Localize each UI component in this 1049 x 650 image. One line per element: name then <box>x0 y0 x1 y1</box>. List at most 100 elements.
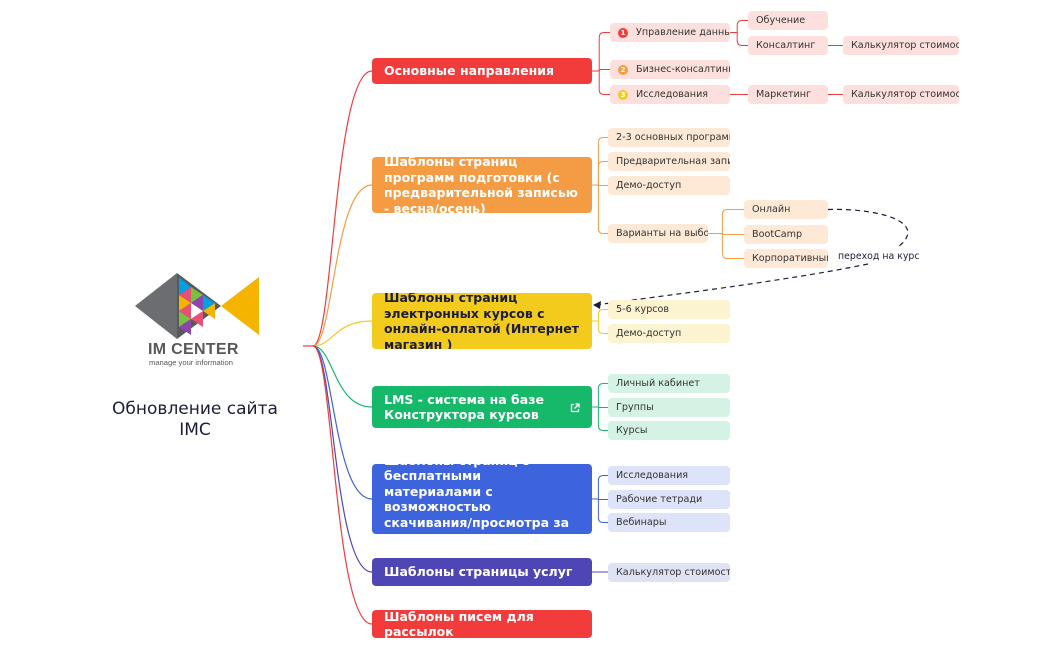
sub-connector <box>597 161 608 185</box>
topic-label: Управление данными <box>636 26 730 38</box>
topic-label: Рабочие тетради <box>616 493 703 505</box>
topic-label: Онлайн <box>752 203 791 215</box>
topic-label: Калькулятор стоимости <box>851 39 959 51</box>
branch-connector <box>312 345 373 408</box>
topic-main-programs[interactable]: 2-3 основных программы <box>608 128 730 147</box>
sub-connector <box>597 185 608 234</box>
branch-connector <box>312 345 373 625</box>
topic-label: Маркетинг <box>756 88 812 100</box>
branch-connector <box>312 320 373 347</box>
topic-personal-account[interactable]: Личный кабинет <box>608 374 730 393</box>
branch-connector <box>312 184 373 347</box>
branch-free-materials[interactable]: Шаблоны страниц с бесплатными материалам… <box>372 464 592 534</box>
relationship-label[interactable]: переход на курс <box>838 251 920 262</box>
branch-label: Шаблоны страниц с бесплатными материалам… <box>384 464 570 534</box>
topic-label: Калькулятор стоимости <box>616 566 730 578</box>
branch-program-templates[interactable]: Шаблоны страниц программ подготовки (с п… <box>372 157 592 213</box>
sub-connector <box>721 209 744 234</box>
sub-connector <box>598 69 610 72</box>
branch-label: LMS - система на базе Конструктора курсо… <box>384 391 544 423</box>
sub-connector <box>597 309 608 321</box>
sub-connector <box>597 498 608 500</box>
sub-connector <box>598 32 610 71</box>
topic-cost-calculator[interactable]: Калькулятор стоимости <box>843 85 959 104</box>
topic-demo-access[interactable]: Демо-доступ <box>608 324 730 343</box>
topic-options[interactable]: Варианты на выбор <box>608 224 708 243</box>
external-link-icon[interactable] <box>570 401 580 417</box>
sub-connector <box>597 475 608 499</box>
topic-label: Вебинары <box>616 516 667 528</box>
branch-label: Шаблоны страницы услуг <box>384 564 573 580</box>
sub-connector <box>721 233 744 235</box>
topic-research[interactable]: 3 Исследования <box>610 85 730 104</box>
sub-connector <box>597 184 608 186</box>
topic-training[interactable]: Обучение <box>748 11 828 30</box>
topic-webinars[interactable]: Вебинары <box>608 513 730 532</box>
topic-label: Корпоративный <box>752 252 828 264</box>
branch-lms[interactable]: LMS - система на базе Конструктора курсо… <box>372 386 592 428</box>
arrowhead-icon <box>593 301 601 309</box>
topic-business-consulting[interactable]: 2 Бизнес-консалтинг <box>610 60 730 79</box>
topic-groups[interactable]: Группы <box>608 398 730 417</box>
topic-label: 2-3 основных программы <box>616 131 730 143</box>
topic-label: Демо-доступ <box>616 179 682 191</box>
topic-label: 5-6 курсов <box>616 303 670 315</box>
topic-label: Исследования <box>616 469 689 481</box>
relationship-connector <box>827 208 909 248</box>
topic-marketing[interactable]: Маркетинг <box>748 85 828 104</box>
branch-connector <box>312 345 373 500</box>
branch-ecourse-templates[interactable]: Шаблоны страниц электронных курсов с онл… <box>372 293 592 349</box>
topic-label: Исследования <box>636 88 709 100</box>
topic-online[interactable]: Онлайн <box>744 200 828 219</box>
sub-connector <box>598 71 610 95</box>
sub-connector <box>721 233 744 259</box>
topic-label: Варианты на выбор <box>616 227 708 239</box>
topic-label: BootCamp <box>752 228 803 240</box>
branch-services-templates[interactable]: Шаблоны страницы услуг <box>372 558 592 586</box>
relationship-connector <box>595 263 869 306</box>
topic-courses-count[interactable]: 5-6 курсов <box>608 300 730 319</box>
branch-main-directions[interactable]: Основные направления <box>372 58 592 84</box>
topic-cost-calculator[interactable]: Калькулятор стоимости <box>843 36 959 55</box>
sub-connector <box>597 383 608 407</box>
topic-workbooks[interactable]: Рабочие тетради <box>608 490 730 509</box>
topic-label: Бизнес-консалтинг <box>636 63 730 75</box>
topic-corporate[interactable]: Корпоративный <box>744 249 828 268</box>
topic-demo-access[interactable]: Демо-доступ <box>608 176 730 195</box>
topic-courses[interactable]: Курсы <box>608 421 730 440</box>
topic-cost-calculator[interactable]: Калькулятор стоимости <box>608 563 730 582</box>
sub-connector <box>597 406 608 408</box>
topic-label: Личный кабинет <box>616 377 700 389</box>
topic-consulting[interactable]: Консалтинг <box>748 36 828 55</box>
logo-text: IM CENTER <box>148 341 239 358</box>
sub-connector <box>597 407 608 431</box>
sub-connector <box>597 321 608 334</box>
branch-label: Шаблоны страниц электронных курсов с онл… <box>384 293 579 349</box>
topic-label: Консалтинг <box>756 39 816 51</box>
root-topic-title[interactable]: Обновление сайта IMC <box>112 399 278 440</box>
branch-label: Шаблоны страниц программ подготовки (с п… <box>384 157 578 213</box>
topic-research[interactable]: Исследования <box>608 466 730 485</box>
topic-label: Курсы <box>616 424 648 436</box>
priority-3-icon: 3 <box>618 89 628 100</box>
topic-label: Группы <box>616 401 654 413</box>
sub-connector <box>597 499 608 523</box>
branch-connector <box>312 345 373 573</box>
logo-subtitle: manage your information <box>149 358 233 367</box>
topic-bootcamp[interactable]: BootCamp <box>744 225 828 244</box>
sub-connector <box>736 20 748 33</box>
priority-1-icon: 1 <box>618 27 628 38</box>
im-center-logo-icon <box>135 273 259 339</box>
topic-label: Предварительная запись <box>616 155 730 167</box>
topic-label: Демо-доступ <box>616 327 682 339</box>
branch-connector <box>312 70 373 347</box>
sub-connector <box>597 137 608 185</box>
branch-label: Шаблоны писем для рассылок <box>384 610 534 638</box>
topic-pre-registration[interactable]: Предварительная запись <box>608 152 730 171</box>
sub-connector <box>736 32 748 46</box>
branch-newsletter-templates[interactable]: Шаблоны писем для рассылок <box>372 610 592 638</box>
topic-data-management[interactable]: 1 Управление данными <box>610 23 730 42</box>
topic-label: Обучение <box>756 14 806 26</box>
